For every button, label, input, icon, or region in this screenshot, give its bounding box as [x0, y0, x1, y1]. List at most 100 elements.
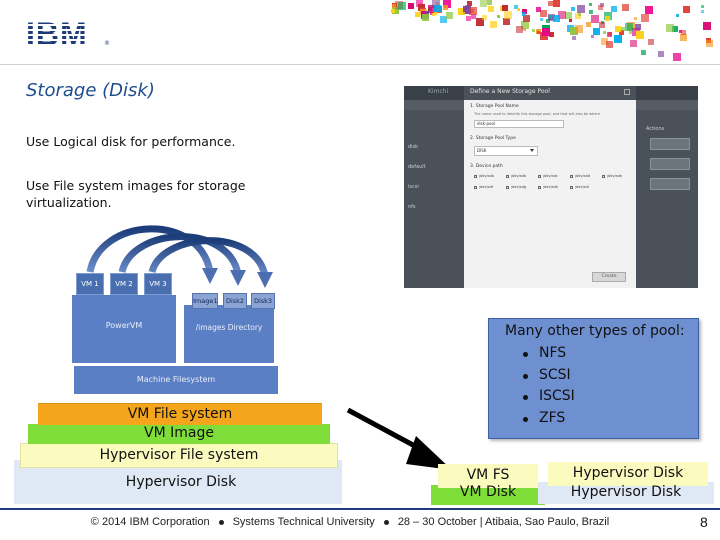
cube-decoration: [469, 7, 477, 15]
cube-decoration: [463, 6, 471, 14]
cube-decoration: [641, 14, 649, 22]
cube-decoration: [658, 51, 664, 57]
screenshot-row-iscsi: iscsi: [408, 184, 419, 190]
cube-decoration: [487, 0, 492, 5]
device-checkbox[interactable]: /dev/sdf: [474, 185, 493, 189]
footer-dot: [383, 519, 389, 525]
device-checkbox[interactable]: /dev/sda: [474, 174, 494, 178]
cube-decoration: [392, 7, 399, 14]
cube-decoration: [432, 0, 440, 8]
cube-decoration: [415, 12, 420, 17]
machine-filesystem-box: Machine Filesystem: [74, 366, 278, 394]
cube-decoration: [504, 11, 512, 19]
device-checkbox[interactable]: /dev/sdb: [506, 174, 526, 178]
cube-decoration: [636, 31, 644, 39]
cube-decoration: [434, 12, 437, 15]
cube-decoration: [635, 24, 641, 30]
cube-decoration: [634, 17, 637, 20]
cube-decoration: [676, 14, 679, 17]
device-checkbox[interactable]: /dev/sdd: [570, 174, 590, 178]
cube-decoration: [536, 7, 541, 12]
vm2-box: VM 2: [110, 273, 138, 295]
dialog-step1: 1. Storage Pool Name: [470, 104, 519, 109]
cube-decoration: [422, 14, 429, 21]
cube-decoration: [591, 15, 599, 23]
cube-decoration: [434, 5, 441, 12]
screenshot-app-name: Kimchi: [428, 88, 449, 95]
chevron-down-icon: [530, 149, 534, 152]
device-checkbox[interactable]: /dev/sdc: [538, 174, 558, 178]
cube-decoration: [630, 40, 637, 47]
cube-decoration: [416, 0, 423, 7]
cube-decoration: [537, 31, 540, 34]
device-checkbox[interactable]: /dev/sdh: [538, 185, 558, 189]
storage-pool-dialog: Define a New Storage Pool 1. Storage Poo…: [464, 86, 636, 288]
cube-decoration: [615, 26, 621, 32]
device-checkbox[interactable]: /dev/sde: [602, 174, 622, 178]
device-checkbox[interactable]: /dev/sdi: [570, 185, 589, 189]
cube-decoration: [622, 4, 629, 11]
screenshot-row-disk: disk: [408, 144, 419, 150]
cube-decoration: [589, 10, 593, 14]
pool-type-iscsi: ISCSI: [539, 388, 575, 404]
cube-decoration: [701, 10, 704, 13]
cube-decoration: [516, 26, 523, 33]
cube-decoration: [648, 39, 654, 45]
cube-decoration: [430, 12, 433, 15]
cube-decoration: [593, 28, 600, 35]
bullet-dot: [523, 373, 528, 379]
pool-type-nfs: NFS: [539, 345, 567, 361]
footer-dot: [218, 519, 224, 525]
cube-decoration: [540, 10, 547, 17]
create-button[interactable]: Create: [592, 272, 626, 282]
pool-type-select[interactable]: DISK: [474, 146, 538, 156]
mapping-arrow-icon: [346, 407, 452, 470]
cube-decoration: [502, 5, 508, 11]
cube-decoration: [421, 11, 426, 16]
cube-decoration: [680, 34, 687, 41]
bullet-file-system-images: Use File system images for storage virtu…: [26, 178, 246, 210]
footer-divider: [0, 508, 720, 510]
screenshot-row-default: default: [408, 164, 426, 170]
bullet-dot: [523, 395, 528, 400]
vm1-box: VM 1: [76, 273, 104, 295]
colorful-cubes-banner: [391, 0, 713, 61]
cube-decoration: [614, 35, 622, 43]
screenshot-action-btn-3: [650, 178, 690, 190]
hyp-disk-base: [538, 482, 714, 504]
hyp-disk-layer: Hypervisor Disk: [548, 462, 708, 486]
cube-decoration: [586, 22, 591, 27]
cube-decoration: [629, 31, 632, 34]
device-checkbox[interactable]: /dev/sdg: [506, 185, 526, 189]
bullet-dot: [523, 416, 528, 422]
powervm-box: PowerVM: [72, 295, 176, 363]
screenshot-actions-header: Actions: [646, 126, 665, 132]
cube-decoration: [432, 13, 435, 16]
footer-copyright: © 2014 IBM Corporation: [90, 516, 210, 528]
cube-decoration: [571, 7, 575, 11]
disk-disk3: Disk3: [251, 293, 275, 309]
cube-decoration: [458, 8, 465, 15]
cube-decoration: [428, 5, 436, 13]
ibm-logo: IBM: [26, 16, 88, 52]
cube-decoration: [625, 23, 633, 31]
cube-decoration: [605, 16, 610, 21]
cube-decoration: [548, 1, 553, 6]
cube-decoration: [598, 5, 603, 10]
hypervisor-fs-layer: Hypervisor File system: [20, 443, 338, 468]
cube-decoration: [523, 28, 526, 31]
cube-decoration: [408, 3, 414, 9]
cube-decoration: [666, 24, 674, 32]
slide-title: Storage (Disk): [26, 80, 155, 101]
cube-decoration: [641, 50, 646, 55]
cube-decoration: [532, 29, 535, 32]
cube-decoration: [621, 27, 625, 31]
cube-decoration: [673, 53, 681, 61]
disk-disk2: Disk2: [223, 293, 247, 309]
close-icon[interactable]: [624, 89, 630, 95]
cube-decoration: [522, 12, 526, 16]
list-item: ZFS: [489, 408, 575, 430]
cube-decoration: [549, 15, 552, 18]
pool-name-input[interactable]: disk-pool: [474, 120, 564, 128]
